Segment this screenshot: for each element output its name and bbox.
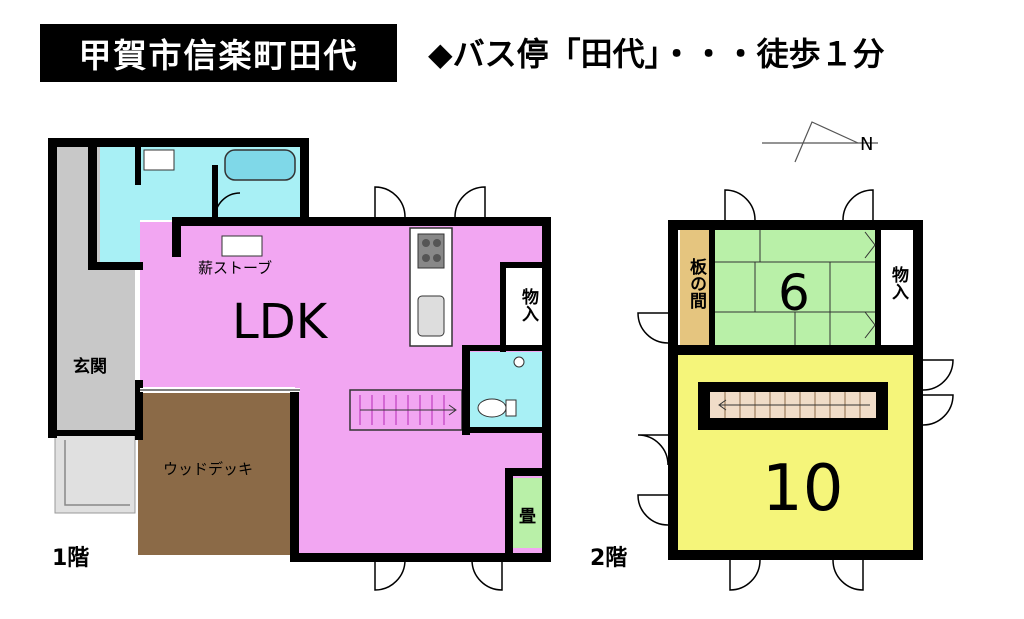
toilet-icon bbox=[477, 398, 507, 418]
room10-label: 10 bbox=[762, 452, 843, 526]
itanoma-room bbox=[680, 230, 710, 345]
bathtub-icon bbox=[224, 149, 296, 181]
sink-icon bbox=[513, 356, 525, 368]
floor2-plan: 板の間 6 物入 10 bbox=[637, 189, 954, 591]
compass-label: N bbox=[860, 134, 873, 155]
floor2-label: 2階 bbox=[590, 546, 628, 571]
storage-label-1f: 物入 bbox=[518, 287, 539, 322]
floor1-plan: 薪ストーブ LDK 玄関 ウッドデッキ 畳 物入 bbox=[48, 138, 551, 591]
wood-deck bbox=[138, 393, 298, 555]
compass-icon: N bbox=[762, 121, 878, 163]
bus-stop-info: ◆バス停「田代」・・・徒歩１分 bbox=[428, 35, 885, 73]
sink-basin-icon bbox=[417, 295, 445, 337]
wood-stove-icon bbox=[221, 235, 263, 257]
deck-label: ウッドデッキ bbox=[163, 460, 253, 478]
washbasin-icon bbox=[143, 149, 175, 171]
washitsu-label: 6 bbox=[778, 264, 810, 322]
floor1-label: 1階 bbox=[52, 546, 90, 571]
tatami-room bbox=[513, 478, 545, 548]
storage-room-1f bbox=[500, 262, 545, 350]
stove-top-icon bbox=[417, 233, 445, 269]
location-title: 甲賀市信楽町田代 bbox=[40, 24, 397, 82]
entrance-label: 玄関 bbox=[73, 356, 107, 377]
storage-room-2f bbox=[880, 230, 915, 345]
stove-label: 薪ストーブ bbox=[198, 259, 272, 277]
porch-area bbox=[54, 434, 136, 514]
itanoma-label: 板の間 bbox=[686, 257, 707, 310]
ldk-label: LDK bbox=[232, 294, 329, 350]
tatami-label: 畳 bbox=[519, 507, 536, 527]
storage-label-2f: 物入 bbox=[888, 265, 909, 300]
